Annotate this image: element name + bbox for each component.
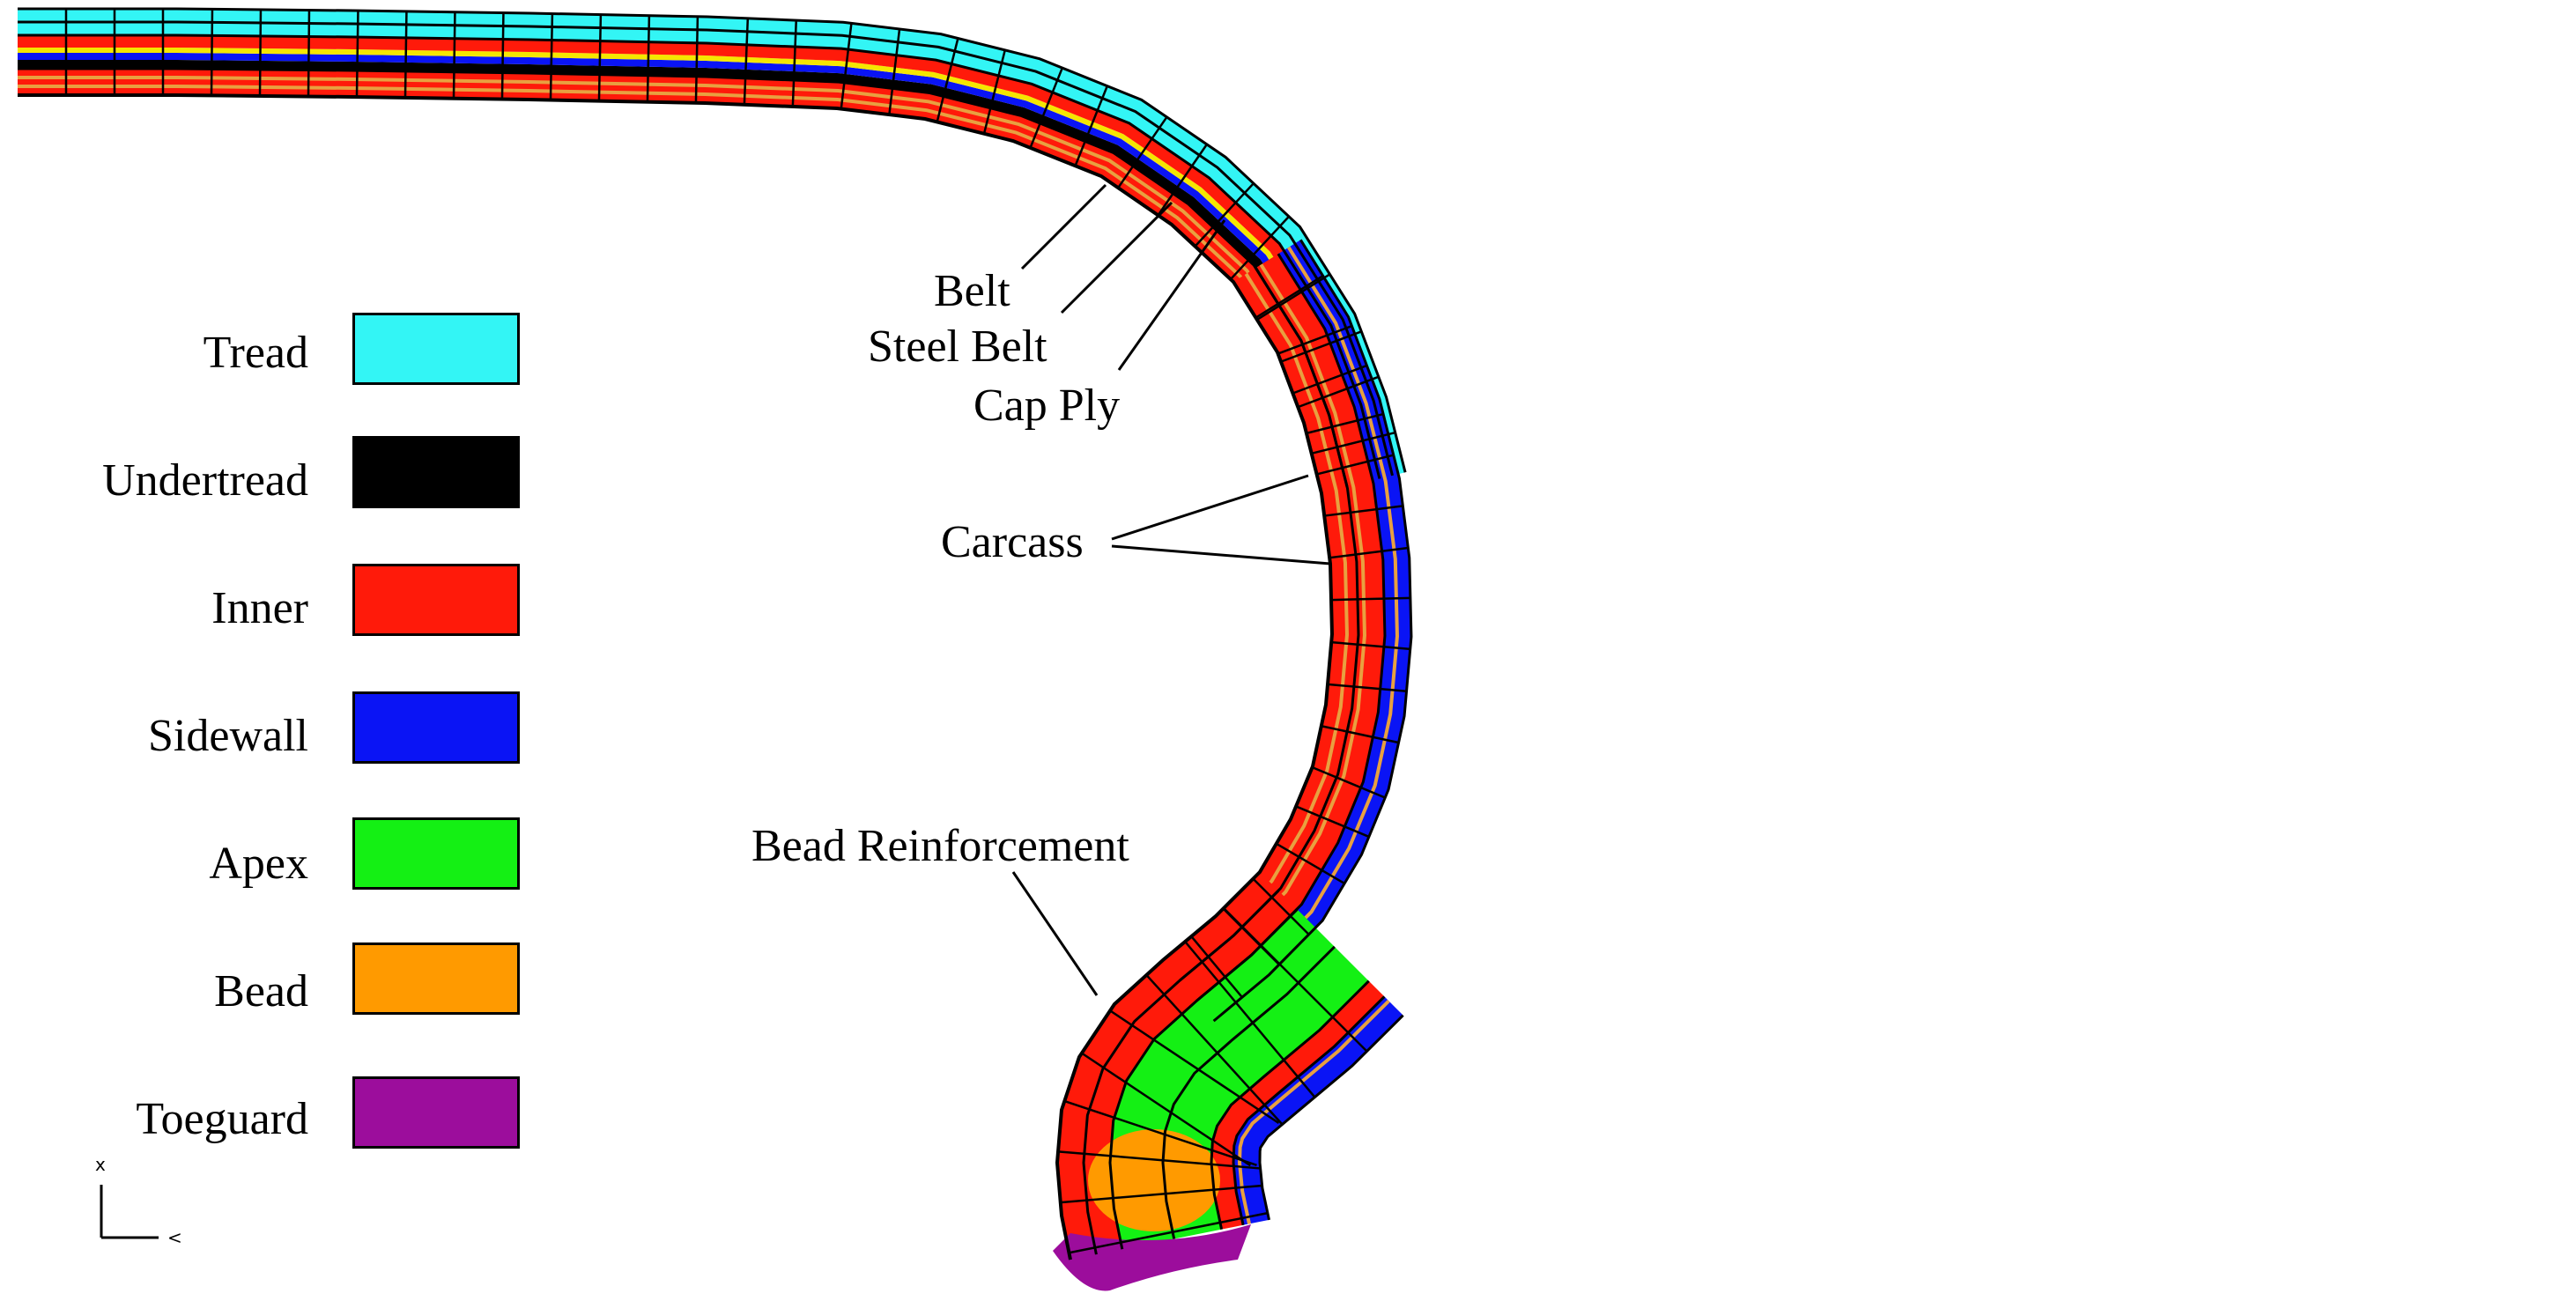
mesh-line-longitudinal — [1258, 1014, 1404, 1221]
carcass-ply-line — [1238, 999, 1390, 1224]
mesh-line-transverse — [307, 10, 311, 97]
legend-label-inner: Inner — [211, 583, 308, 633]
mesh-line-longitudinal — [1082, 890, 1280, 1255]
callout-cap-ply: Cap Ply — [973, 381, 1121, 431]
mesh-line-transverse — [1312, 765, 1387, 799]
mesh-line-transverse — [1306, 412, 1384, 435]
mesh-line-transverse — [1276, 842, 1346, 885]
mesh-line-longitudinal — [17, 33, 1381, 479]
legend-swatch-inner — [352, 564, 520, 636]
legend-label-toeguard: Toeguard — [136, 1094, 308, 1144]
leader-line-carcass-upper — [1111, 474, 1309, 541]
mesh-line-transverse — [1321, 725, 1400, 744]
mesh-line-transverse — [1330, 596, 1411, 602]
mesh-line-transverse — [1297, 375, 1380, 409]
mesh-line-transverse — [1280, 330, 1363, 363]
mesh-line-transverse — [1255, 274, 1324, 319]
mesh-line-longitudinal — [1232, 995, 1386, 1226]
mesh-line-transverse — [1190, 935, 1243, 999]
mesh-line-longitudinal — [1108, 908, 1299, 1250]
mesh-line-transverse — [1331, 640, 1410, 651]
legend-swatch-bead — [352, 942, 520, 1015]
mesh-line-transverse — [452, 11, 456, 99]
mesh-line-transverse — [1117, 115, 1168, 188]
leader-line-steel-belt — [1060, 201, 1173, 314]
mesh-line-transverse — [1081, 1052, 1251, 1167]
mesh-line-transverse — [1145, 974, 1284, 1126]
mesh-line-transverse — [1184, 941, 1316, 1098]
mesh-line-transverse — [1057, 1150, 1261, 1170]
mesh-line-transverse — [1074, 85, 1109, 166]
mesh-line-transverse — [1295, 805, 1370, 839]
mesh-line-transverse — [743, 18, 750, 105]
mesh-line-transverse — [982, 49, 1007, 135]
mesh-line-transverse — [1229, 215, 1291, 280]
mesh-line-transverse — [1223, 907, 1368, 1053]
axis-label-x: x — [95, 1154, 106, 1175]
mesh-line-transverse — [1157, 143, 1209, 217]
callout-carcass: Carcass — [941, 517, 1084, 567]
mesh-line-transverse — [694, 16, 700, 103]
legend-swatch-undertread — [352, 436, 520, 508]
mesh-line-transverse — [1292, 364, 1368, 395]
mesh-line-longitudinal — [1161, 945, 1336, 1239]
legend-label-bead: Bead — [214, 966, 308, 1016]
mesh-line-transverse — [258, 9, 263, 96]
mesh-line-transverse — [1194, 181, 1255, 248]
legend-swatch-sidewall — [352, 691, 520, 764]
mesh-line-transverse — [210, 9, 214, 96]
legend-swatch-toeguard — [352, 1076, 520, 1149]
leader-line-cap-ply — [1117, 219, 1226, 371]
mesh-line-longitudinal — [1210, 979, 1370, 1230]
mesh-line-transverse — [597, 14, 603, 101]
mesh-line-transverse — [355, 11, 359, 98]
mesh-line-transverse — [1329, 546, 1409, 559]
legend-swatch-tread — [352, 313, 520, 385]
legend-label-tread: Tread — [203, 328, 308, 378]
mesh-line-transverse — [1327, 683, 1407, 692]
mesh-line-transverse — [1109, 1009, 1280, 1124]
mesh-line-transverse — [1252, 877, 1310, 936]
mesh-line-transverse — [1063, 1099, 1257, 1166]
mesh-line-transverse — [1060, 1184, 1263, 1204]
leader-line-carcass-lower — [1111, 544, 1331, 565]
mesh-line-transverse — [888, 28, 901, 115]
mesh-line-transverse — [791, 20, 798, 107]
mesh-line-transverse — [840, 23, 853, 109]
mesh-line-transverse — [936, 38, 959, 122]
mesh-line-transverse — [1256, 272, 1331, 322]
callout-belt: Belt — [934, 266, 1010, 316]
legend-label-apex: Apex — [209, 839, 308, 889]
lower-sidewall-region — [1233, 996, 1403, 1225]
mesh-line-transverse — [1277, 324, 1353, 355]
toeguard-region — [1053, 1224, 1251, 1291]
tire-inner-outline — [18, 93, 1335, 1260]
leader-line-belt — [1020, 183, 1107, 270]
mesh-line-longitudinal — [1212, 239, 1413, 1023]
mesh-line-transverse — [1029, 67, 1064, 149]
mesh-line-transverse — [1316, 454, 1395, 476]
legend-label-sidewall: Sidewall — [148, 711, 308, 761]
mesh-line-transverse — [646, 15, 651, 102]
mesh-line-longitudinal — [17, 20, 1394, 477]
leader-line-bead-reinforcement — [1011, 871, 1099, 996]
callout-bead-reinforcement: Bead Reinforcement — [751, 821, 1129, 871]
mesh-line-transverse — [1311, 431, 1396, 455]
mesh-line-transverse — [1324, 505, 1403, 517]
mesh-line-transverse — [403, 11, 408, 98]
mesh-line-longitudinal — [17, 7, 1407, 473]
legend-label-undertread: Undertread — [102, 455, 308, 506]
bead-reinforcement-region — [1211, 980, 1385, 1230]
mesh-line-transverse — [500, 12, 505, 100]
axis-label-y: < — [167, 1227, 182, 1248]
callout-steel-belt: Steel Belt — [868, 322, 1047, 372]
cap-ply-layer — [18, 48, 1368, 484]
mesh-line-transverse — [549, 13, 554, 100]
bead-core — [1088, 1129, 1220, 1231]
legend-swatch-apex — [352, 817, 520, 890]
mesh-line-transverse — [1069, 1211, 1269, 1254]
